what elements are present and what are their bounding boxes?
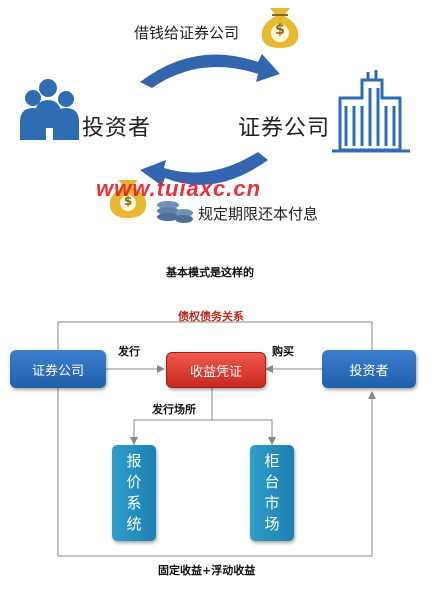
borrow-label: 借钱给证券公司 — [134, 24, 240, 42]
quote-system-char: 价 — [126, 473, 142, 491]
venue-label: 发行场所 — [152, 403, 196, 416]
lend-arrow — [140, 54, 280, 88]
issue-label: 发行 — [118, 345, 140, 358]
coins-icon — [157, 201, 193, 223]
counter-market-char: 柜 — [264, 452, 280, 470]
people-icon — [20, 79, 79, 140]
quote-system-box: 报 价 系 统 — [112, 445, 156, 541]
securities-company-box: 证券公司 — [10, 350, 106, 388]
caption-text: 基本模式是这样的 — [166, 266, 254, 279]
watermark-text: www.tuiaxc.cn — [96, 176, 262, 201]
company-label: 证券公司 — [238, 116, 331, 141]
debt-relation-label: 债权债务关系 — [178, 310, 244, 323]
quote-system-char: 系 — [126, 494, 142, 512]
income-label: 固定收益+浮动收益 — [158, 564, 256, 577]
building-icon — [332, 70, 410, 153]
investor-box: 投资者 — [322, 350, 416, 388]
flow-lines — [57, 321, 376, 557]
counter-market-char: 市 — [264, 494, 280, 512]
investor-label: 投资者 — [82, 116, 152, 141]
income-certificate-box: 收益凭证 — [166, 352, 266, 388]
money-bag-icon — [261, 8, 299, 48]
dollar-sign-icon-2: $ — [123, 194, 133, 208]
counter-market-char: 场 — [264, 515, 280, 533]
repay-label: 规定期限还本付息 — [198, 205, 319, 223]
dollar-sign-icon: $ — [275, 22, 285, 38]
repay-arrow — [140, 152, 268, 186]
buy-label: 购买 — [272, 345, 294, 358]
quote-system-char: 统 — [126, 515, 142, 533]
money-bag-icon-2 — [109, 180, 147, 218]
counter-market-box: 柜 台 市 场 — [250, 445, 294, 541]
counter-market-char: 台 — [264, 473, 280, 491]
quote-system-char: 报 — [126, 452, 142, 470]
